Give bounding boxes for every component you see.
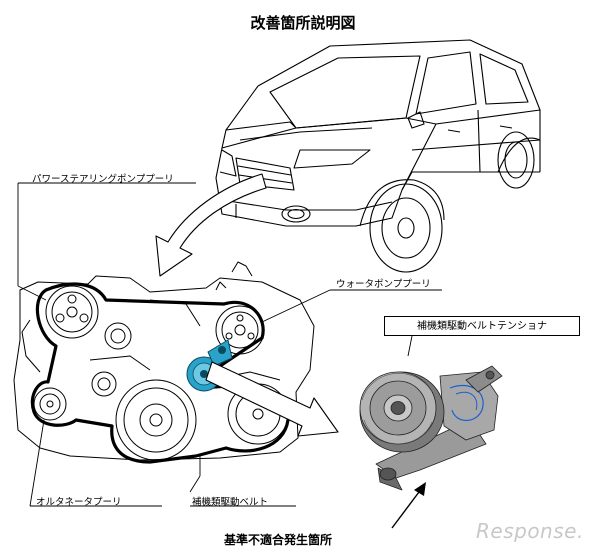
label-alternator-pulley: オルタネータプーリ <box>36 497 122 508</box>
page-title: 改善箇所説明図 <box>250 14 356 32</box>
magnify-arrow-shape <box>205 361 339 437</box>
watermark-logo: Response. <box>476 519 584 543</box>
label-accessory-belt: 補機類駆動ベルト <box>192 497 269 508</box>
zoom-arrow-shape <box>155 173 267 277</box>
leader-lines <box>17 182 442 507</box>
tensioner-photo <box>359 365 503 491</box>
label-belt-tensioner: 補機類駆動ベルトテンショナ <box>384 316 580 336</box>
label-power-steering-pulley: パワーステアリングポンププーリ <box>32 174 174 185</box>
engine-belt-drive <box>13 261 315 461</box>
label-defect-location: 基準不適合発生箇所 <box>224 533 333 547</box>
label-water-pump-pulley: ウォータポンププーリ <box>336 279 431 290</box>
suv-illustration <box>215 39 541 273</box>
accessory-belt-path <box>30 282 290 464</box>
